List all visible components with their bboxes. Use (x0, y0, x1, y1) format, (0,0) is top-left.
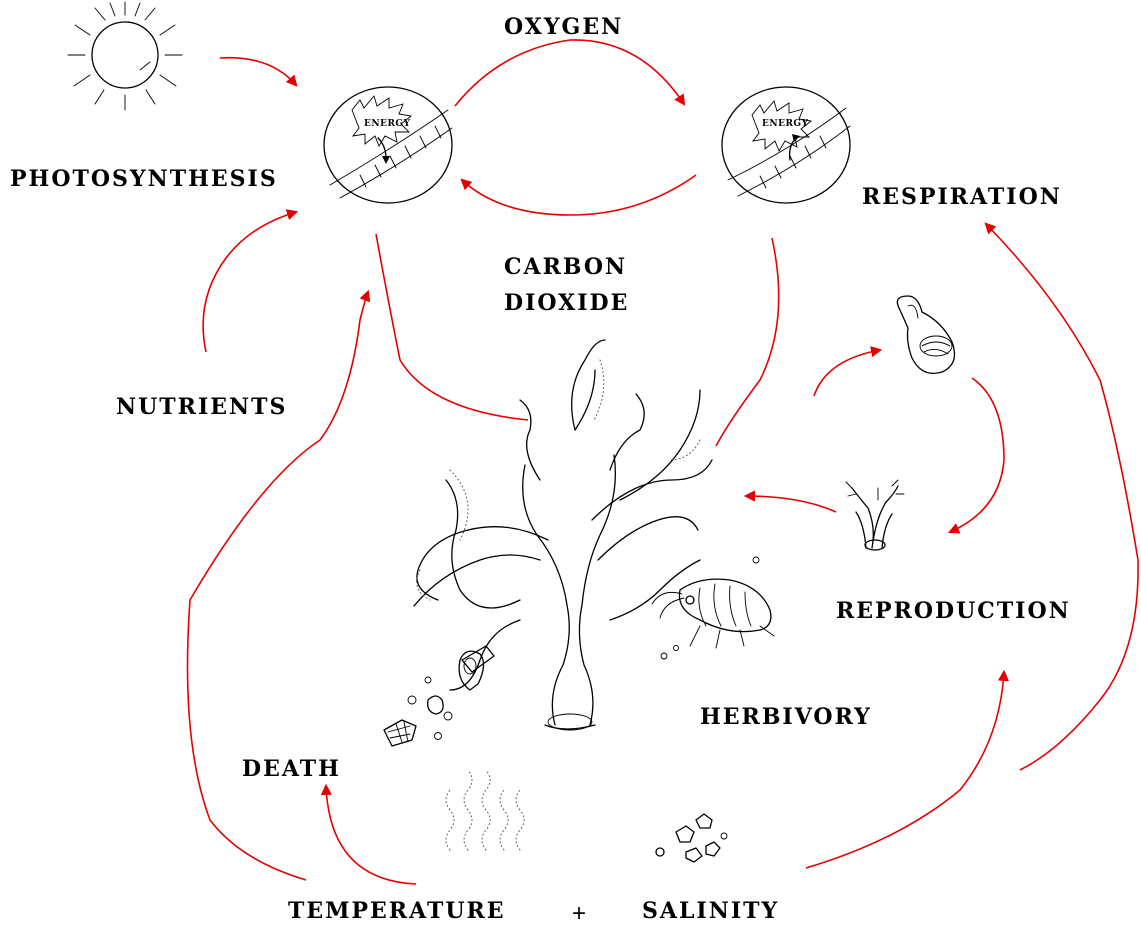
herbivory-label: HERBIVORY (700, 706, 872, 728)
temperature-label: TEMPERATURE (288, 900, 506, 922)
arrow-salinity-to-reproduction (806, 672, 1004, 868)
arrow-nutrients-to-photosynthesis (203, 212, 296, 352)
sun-icon (68, 2, 182, 110)
spore-icon (897, 296, 954, 373)
plant-debris-icon (384, 646, 494, 746)
energy-label-left: ENERGY (364, 120, 411, 129)
juvenile-seaweed-icon (846, 480, 904, 550)
carbon-label: CARBON (504, 256, 627, 278)
death-label: DEATH (242, 758, 341, 780)
plus-sign: + (572, 902, 586, 926)
arrow-carbon-dioxide (462, 175, 696, 215)
arrow-juvenile-to-plant (746, 496, 836, 512)
arrow-plant-to-respiration (716, 238, 779, 446)
heat-waves-icon (446, 770, 524, 850)
arrow-sun-to-photosynthesis (220, 58, 296, 85)
arrow-decomposition-to-nutrients (188, 292, 369, 880)
salinity-label: SALINITY (642, 900, 779, 922)
arrow-spore-to-juvenile (950, 378, 1004, 532)
reproduction-label: REPRODUCTION (836, 600, 1071, 622)
salt-crystals-icon (656, 814, 727, 862)
arrow-reproduction-to-respiration (986, 224, 1138, 770)
seaweed-plant-icon (414, 340, 712, 730)
energy-label-right: ENERGY (762, 120, 809, 129)
nutrients-label: NUTRIENTS (116, 396, 287, 418)
respiration-label: RESPIRATION (862, 186, 1062, 208)
arrow-temperature-to-death (326, 786, 416, 884)
respiration-cell-icon (722, 87, 850, 203)
dioxide-label: DIOXIDE (504, 292, 629, 314)
arrow-oxygen (455, 40, 684, 106)
amphipod-icon (652, 557, 774, 659)
photosynthesis-label: PHOTOSYNTHESIS (10, 168, 278, 190)
arrow-to-spore (814, 350, 880, 396)
oxygen-label: OXYGEN (504, 16, 623, 38)
photosynthesis-cell-icon (324, 87, 452, 203)
